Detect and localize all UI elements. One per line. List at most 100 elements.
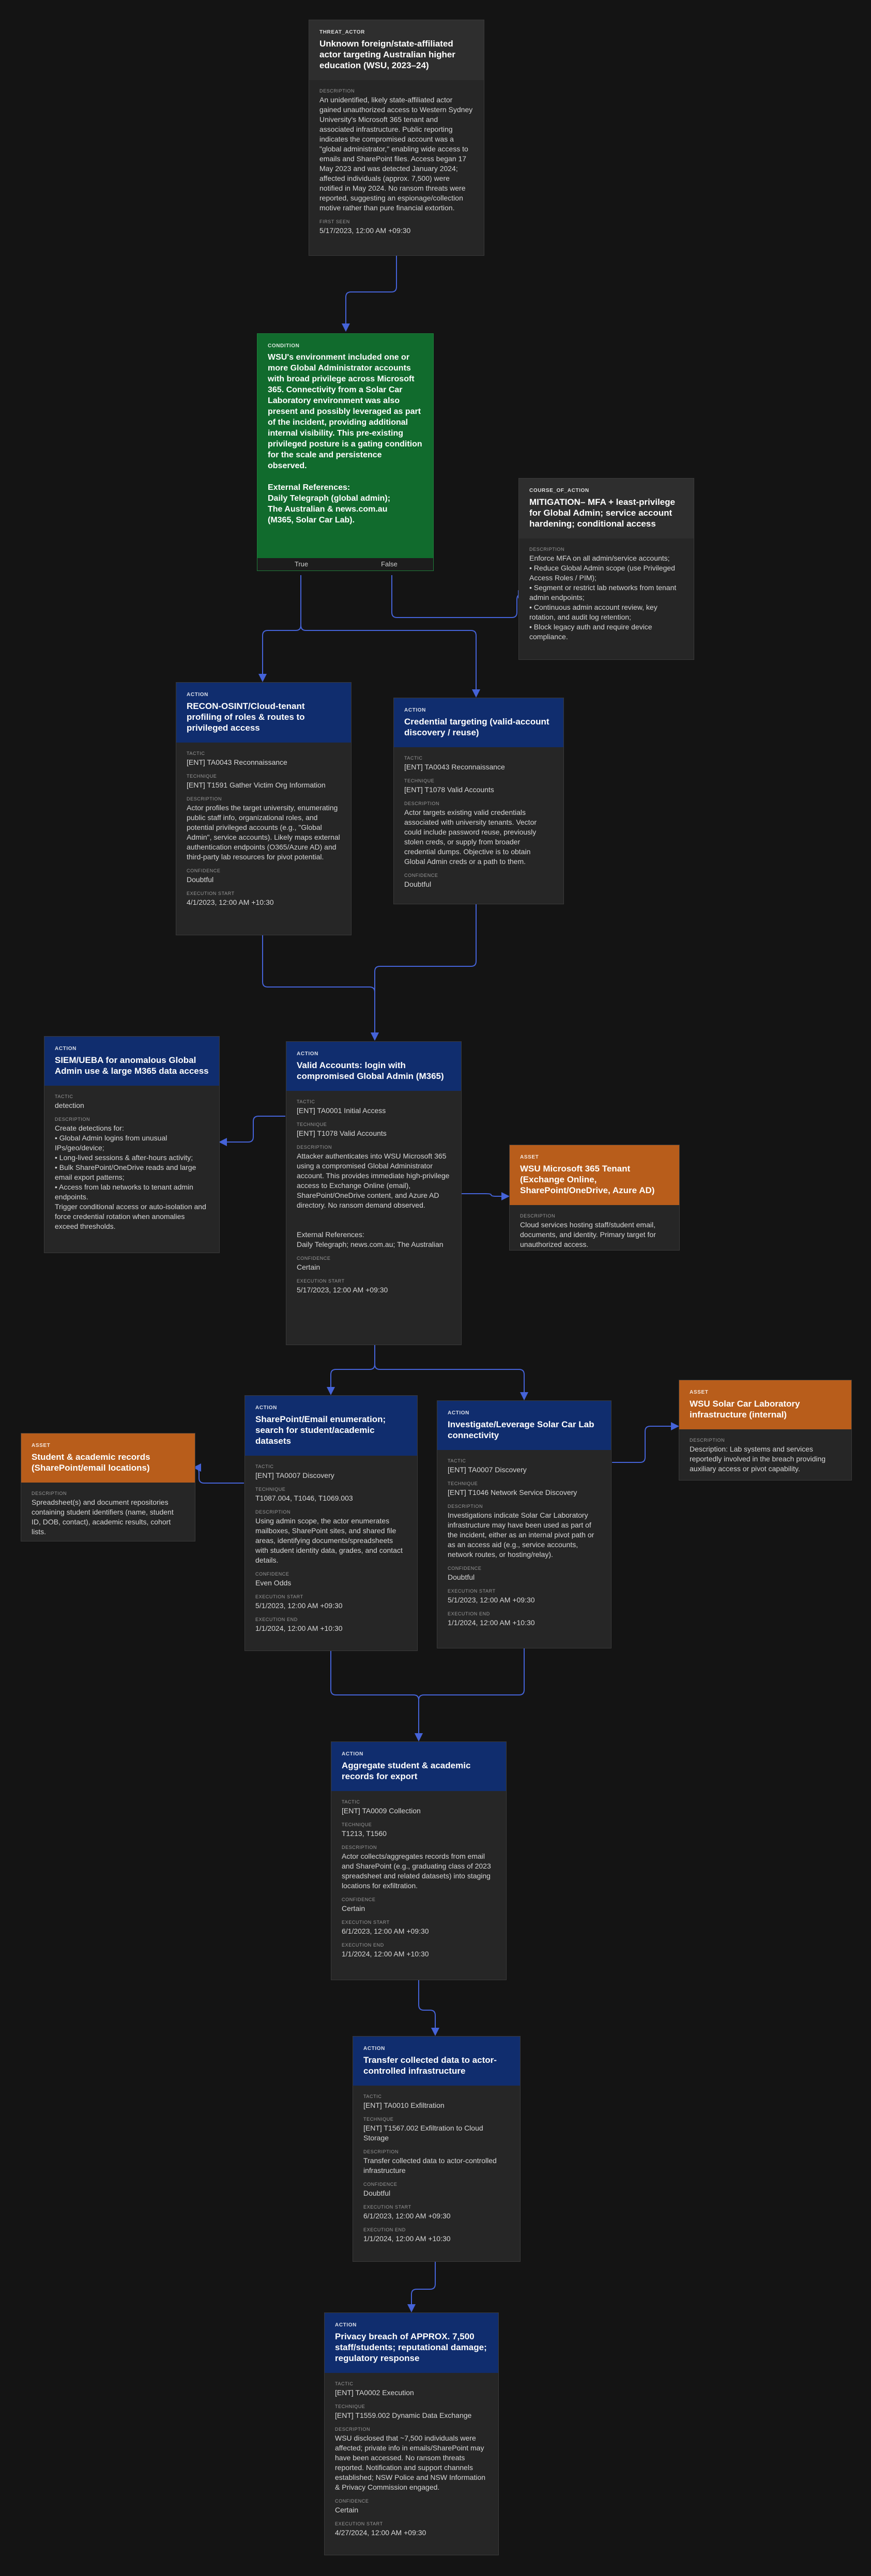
solar-car-lab-action-card[interactable]: ACTION Investigate/Leverage Solar Car La…	[437, 1400, 612, 1648]
recon-action-card[interactable]: ACTION RECON-OSINT/Cloud-tenant profilin…	[176, 682, 352, 935]
node-execution-start: 5/17/2023, 12:00 AM +09:30	[297, 1286, 388, 1294]
field-label: TECHNIQUE	[404, 778, 435, 783]
field-label: EXECUTION START	[335, 2521, 383, 2526]
node-title: Student & academic records (SharePoint/e…	[32, 1452, 150, 1473]
edge-sp-student	[193, 1463, 244, 1484]
field-label: EXECUTION START	[297, 1278, 345, 1284]
edge-sp-agg	[330, 1650, 423, 1741]
node-title: MITIGATION– MFA + least-privilege for Gl…	[529, 497, 675, 529]
condition-branches: True False	[257, 558, 433, 570]
field-label: EXECUTION END	[255, 1617, 298, 1622]
node-tactic: [ENT] TA0007 Discovery	[448, 1466, 527, 1474]
field-label: DESCRIPTION	[363, 2149, 399, 2154]
edge-cred-valid	[371, 903, 477, 1041]
field-label: DESCRIPTION	[335, 2427, 371, 2432]
node-kind: ACTION	[55, 1046, 77, 1052]
course-of-action-card[interactable]: COURSE_OF_ACTION MITIGATION– MFA + least…	[518, 478, 694, 660]
condition-card[interactable]: CONDITION WSU's environment included one…	[257, 333, 434, 571]
field-label: TECHNIQUE	[297, 1122, 327, 1127]
node-description: Using admin scope, the actor enumerates …	[255, 1517, 403, 1564]
threat-actor-card[interactable]: THREAT_ACTOR Unknown foreign/state-affil…	[309, 20, 484, 256]
edge-valid-siem	[219, 1116, 285, 1146]
edge-solar-solarinfra	[612, 1422, 679, 1463]
node-execution-end: 1/1/2024, 12:00 AM +10:30	[448, 1618, 535, 1627]
field-label: EXECUTION END	[363, 2227, 406, 2232]
true-branch-label[interactable]: True	[294, 560, 309, 568]
node-kind: ACTION	[363, 2046, 385, 2051]
node-title: Investigate/Leverage Solar Car Lab conne…	[448, 1420, 594, 1440]
node-kind: ASSET	[690, 1390, 709, 1395]
node-technique: [ENT] T1078 Valid Accounts	[297, 1129, 387, 1137]
valid-accounts-action-card[interactable]: ACTION Valid Accounts: login with compro…	[286, 1041, 462, 1345]
node-kind: THREAT_ACTOR	[319, 29, 365, 35]
node-execution-end: 1/1/2024, 12:00 AM +10:30	[363, 2234, 451, 2243]
node-kind: ASSET	[32, 1443, 51, 1448]
node-confidence: Even Odds	[255, 1579, 292, 1587]
node-title: WSU Microsoft 365 Tenant (Exchange Onlin…	[520, 1164, 655, 1195]
node-kind: ACTION	[335, 2322, 357, 2328]
field-label: EXECUTION START	[187, 891, 235, 896]
node-kind: ACTION	[404, 707, 426, 713]
edge-false-coa	[391, 575, 526, 618]
node-title: RECON-OSINT/Cloud-tenant profiling of ro…	[187, 701, 305, 733]
node-kind: ACTION	[297, 1051, 318, 1057]
node-execution-end: 1/1/2024, 12:00 AM +10:30	[342, 1950, 429, 1958]
field-label: TECHNIQUE	[363, 2117, 394, 2122]
node-title: WSU Solar Car Laboratory infrastructure …	[690, 1399, 800, 1420]
siem-action-card[interactable]: ACTION SIEM/UEBA for anomalous Global Ad…	[44, 1036, 220, 1253]
node-description: Cloud services hosting staff/student ema…	[520, 1221, 656, 1248]
node-title: Privacy breach of APPROX. 7,500 staff/st…	[335, 2332, 487, 2363]
aggregate-records-action-card[interactable]: ACTION Aggregate student & academic reco…	[331, 1741, 507, 1980]
field-label: TECHNIQUE	[342, 1822, 372, 1827]
edge-threat-condition	[342, 256, 397, 332]
node-confidence: Doubtful	[363, 2189, 391, 2197]
node-tactic: detection	[55, 1101, 84, 1109]
student-records-asset-card[interactable]: ASSET Student & academic records (ShareP…	[21, 1433, 195, 1541]
edge-valid-sp	[327, 1344, 375, 1395]
node-title: Unknown foreign/state-affiliated actor t…	[319, 39, 455, 70]
field-label: TACTIC	[363, 2094, 382, 2099]
false-branch-label[interactable]: False	[381, 560, 398, 568]
node-tactic: [ENT] TA0009 Collection	[342, 1807, 421, 1815]
field-label: TECHNIQUE	[255, 1487, 286, 1492]
solar-lab-infrastructure-asset-card[interactable]: ASSET WSU Solar Car Laboratory infrastru…	[679, 1380, 852, 1480]
node-execution-start: 5/1/2023, 12:00 AM +09:30	[255, 1601, 343, 1610]
field-label: TACTIC	[404, 755, 423, 761]
node-description: WSU disclosed that ~7,500 individuals we…	[335, 2434, 486, 2491]
field-label: CONFIDENCE	[404, 873, 438, 878]
node-execution-start: 5/1/2023, 12:00 AM +09:30	[448, 1596, 535, 1604]
field-label: TACTIC	[255, 1464, 274, 1469]
node-title: SharePoint/Email enumeration; search for…	[255, 1414, 386, 1446]
node-technique: [ENT] T1559.002 Dynamic Data Exchange	[335, 2411, 472, 2419]
field-label: CONFIDENCE	[448, 1566, 482, 1571]
node-execution-start: 6/1/2023, 12:00 AM +09:30	[342, 1927, 429, 1935]
edge-agg-exfil	[418, 1979, 439, 2036]
field-label: CONFIDENCE	[255, 1571, 289, 1577]
credential-action-card[interactable]: ACTION Credential targeting (valid-accou…	[393, 698, 564, 904]
node-description: Actor profiles the target university, en…	[187, 804, 340, 861]
sharepoint-enumeration-action-card[interactable]: ACTION SharePoint/Email enumeration; sea…	[245, 1395, 418, 1651]
field-label: TACTIC	[187, 751, 205, 756]
node-title: SIEM/UEBA for anomalous Global Admin use…	[55, 1055, 209, 1076]
field-label: DESCRIPTION	[187, 796, 222, 801]
m365-tenant-asset-card[interactable]: ASSET WSU Microsoft 365 Tenant (Exchange…	[509, 1145, 680, 1251]
field-label: CONFIDENCE	[363, 2182, 398, 2187]
field-label: EXECUTION START	[363, 2204, 411, 2210]
node-confidence: Doubtful	[187, 875, 214, 884]
node-kind: ACTION	[255, 1405, 277, 1411]
node-description: Create detections for: • Global Admin lo…	[55, 1124, 206, 1230]
field-label: DESCRIPTION	[404, 801, 440, 806]
node-technique: T1087.004, T1046, T1069.003	[255, 1494, 353, 1502]
node-confidence: Doubtful	[404, 880, 432, 888]
node-title: Valid Accounts: login with compromised G…	[297, 1060, 444, 1081]
exfiltration-action-card[interactable]: ACTION Transfer collected data to actor-…	[353, 2036, 521, 2262]
field-label: EXECUTION START	[448, 1588, 496, 1594]
field-label: TACTIC	[335, 2381, 354, 2386]
field-label: DESCRIPTION	[690, 1438, 725, 1443]
field-label: DESCRIPTION	[319, 88, 355, 94]
privacy-breach-action-card[interactable]: ACTION Privacy breach of APPROX. 7,500 s…	[324, 2312, 499, 2555]
field-label: TECHNIQUE	[187, 774, 217, 779]
field-label: DESCRIPTION	[55, 1117, 90, 1122]
field-label: EXECUTION END	[342, 1942, 384, 1948]
